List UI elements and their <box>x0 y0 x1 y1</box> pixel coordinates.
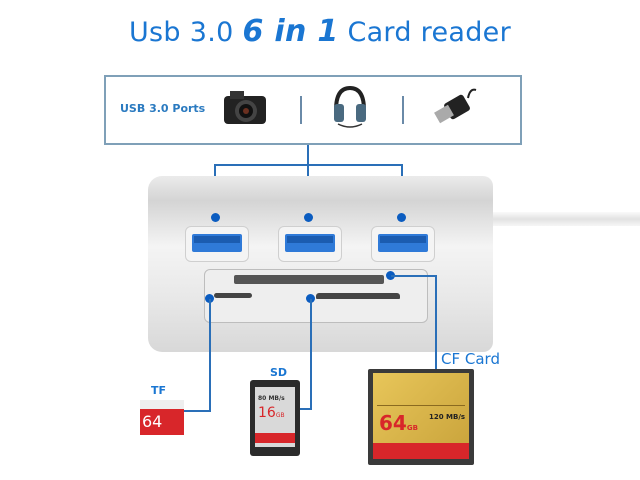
marker-dot <box>306 294 315 303</box>
cf-label: CF Card <box>441 350 500 368</box>
sd-label: SD <box>270 366 288 379</box>
cf-capacity: 64 <box>379 411 407 435</box>
usb-port-3 <box>371 226 435 262</box>
connector-line <box>310 299 312 409</box>
marker-dot <box>386 271 395 280</box>
cf-card: 64GB 120 MB/s <box>368 369 474 465</box>
page-title: Usb 3.0 6 in 1 Card reader <box>0 14 640 49</box>
title-prefix: Usb 3.0 <box>128 17 234 48</box>
usb-port-2 <box>278 226 342 262</box>
tf-slot <box>214 293 252 298</box>
sd-speed: 80 MB/s <box>258 395 285 402</box>
tf-label: TF <box>151 384 167 397</box>
usb-ports-label: USB 3.0 Ports <box>120 102 206 115</box>
cf-speed: 120 MB/s <box>429 413 466 421</box>
tf-card: 64 <box>140 400 184 440</box>
usb-plug-icon <box>432 84 480 130</box>
title-highlight: 6 in 1 <box>242 14 339 49</box>
connector-line <box>209 299 211 411</box>
marker-dot <box>304 213 313 222</box>
separator <box>402 96 404 124</box>
marker-dot <box>397 213 406 222</box>
usb-port-1 <box>185 226 249 262</box>
marker-dot <box>211 213 220 222</box>
sd-slot <box>316 293 400 299</box>
marker-dot <box>205 294 214 303</box>
connector-line <box>391 275 437 277</box>
usb-cable <box>493 212 640 226</box>
card-reader-hub <box>148 176 493 352</box>
connector-line <box>435 275 437 370</box>
headphones-icon <box>330 84 370 130</box>
camera-icon <box>222 88 268 128</box>
sd-unit: GB <box>275 412 285 419</box>
connector-line <box>184 410 211 412</box>
cf-unit: GB <box>406 424 418 432</box>
separator <box>300 96 302 124</box>
title-suffix: Card reader <box>347 17 511 48</box>
sd-card: 80 MB/s 16GB <box>250 380 300 456</box>
sd-capacity: 16 <box>258 405 276 421</box>
cf-slot <box>234 275 384 284</box>
connector-line <box>299 408 312 410</box>
connector-line <box>307 145 309 165</box>
tf-capacity: 64 <box>140 409 184 435</box>
